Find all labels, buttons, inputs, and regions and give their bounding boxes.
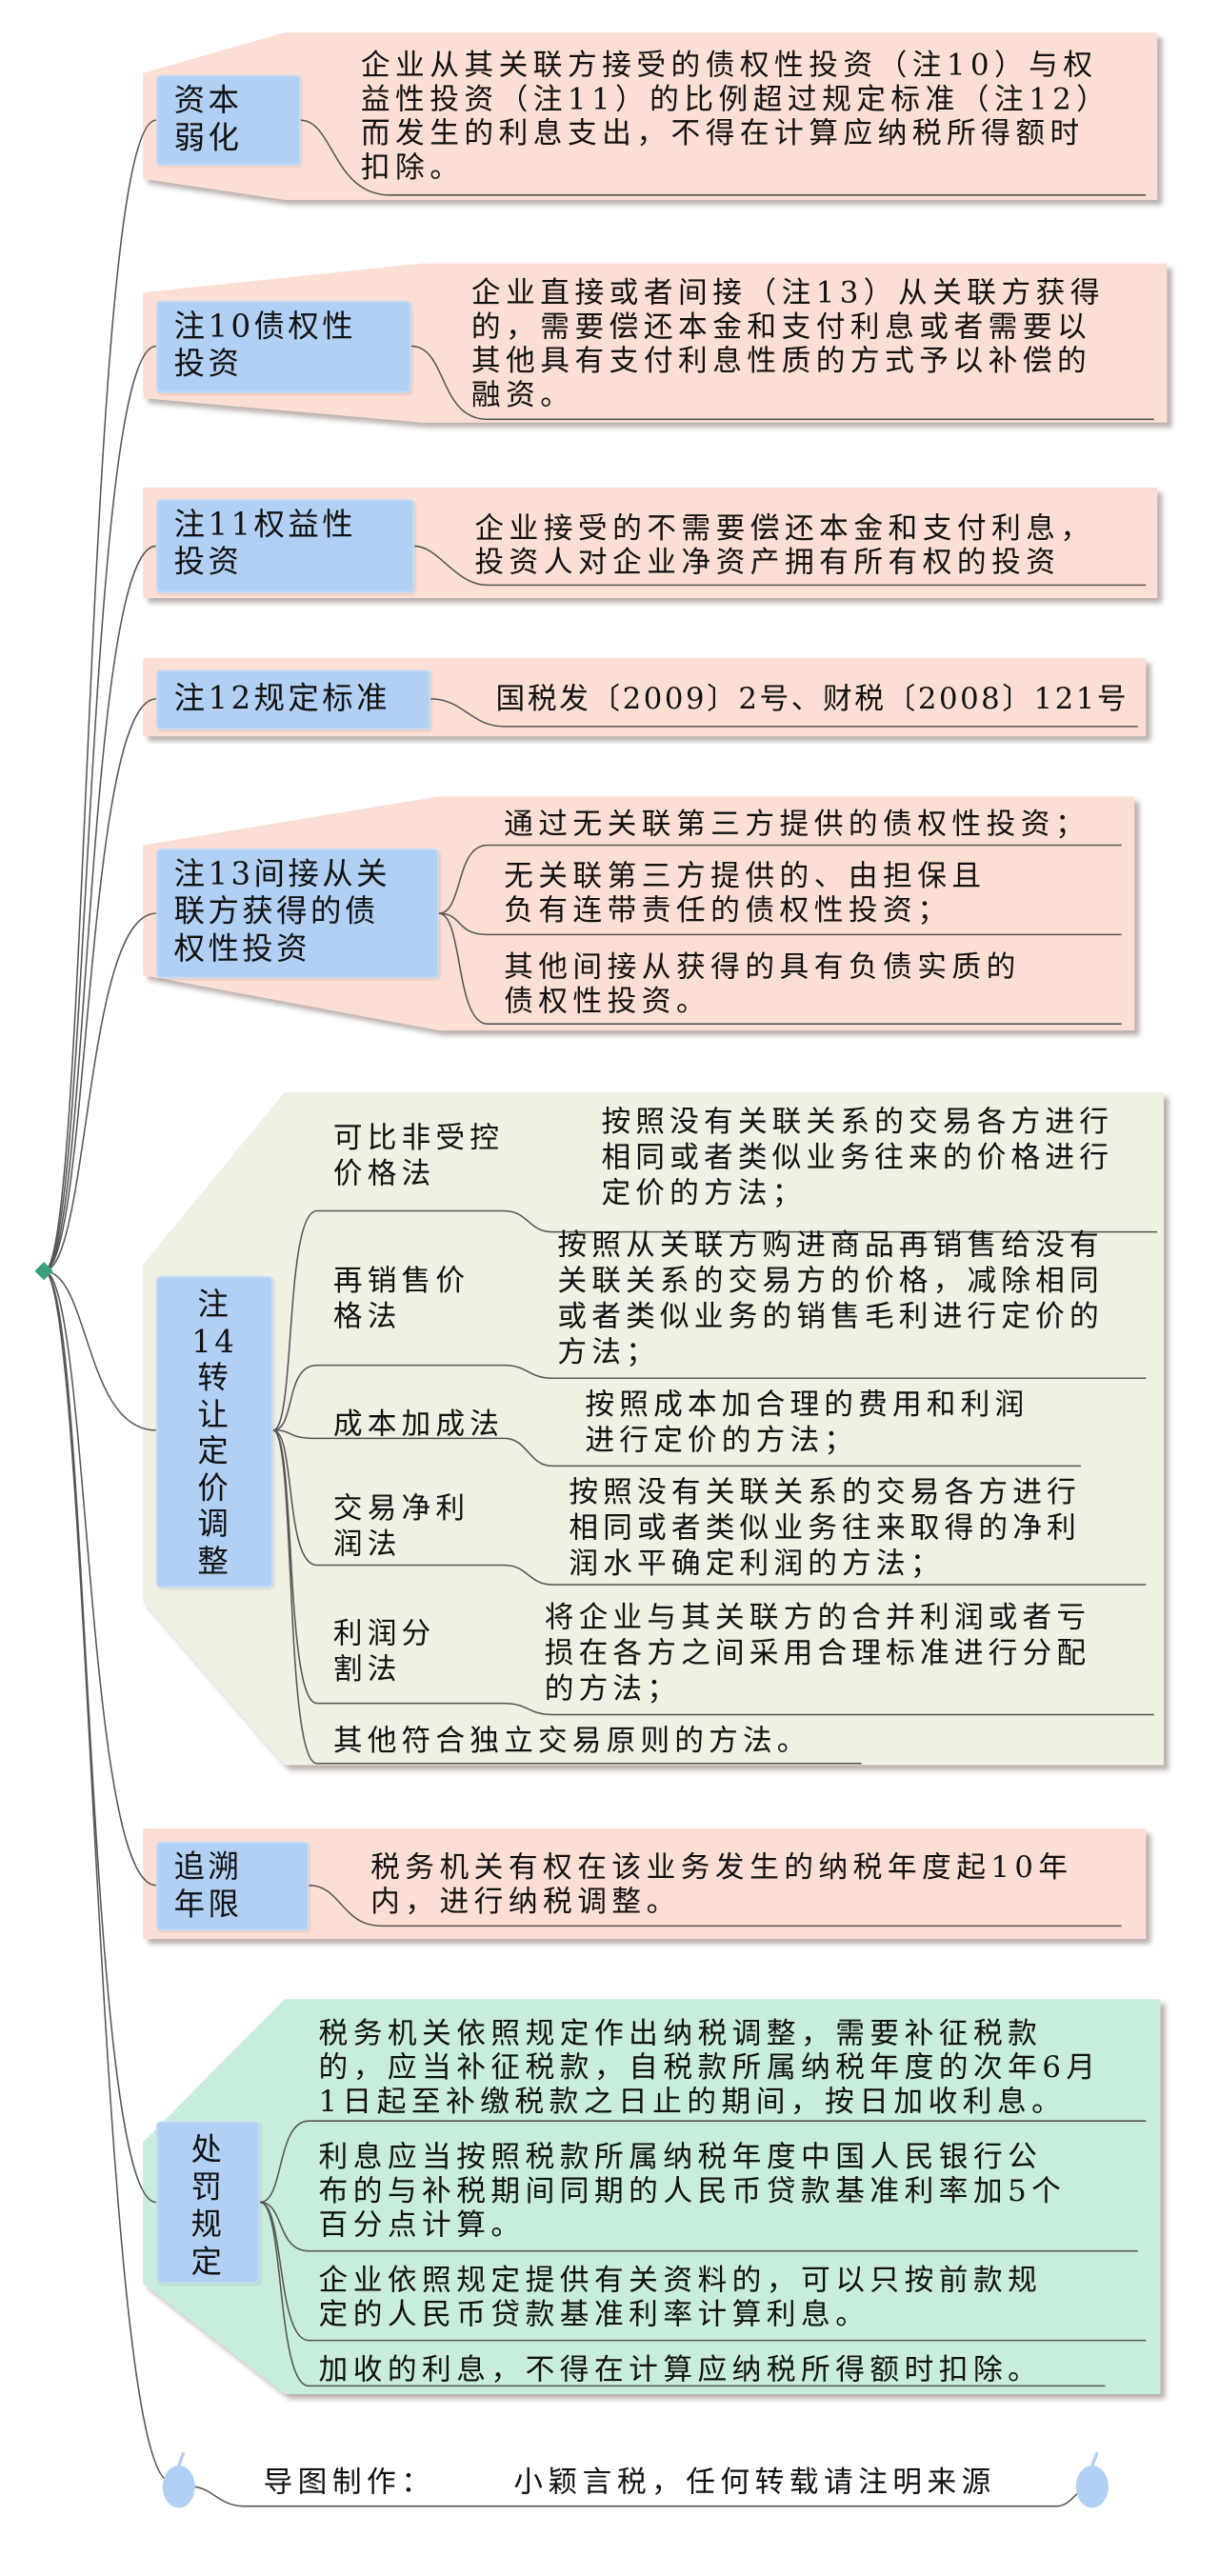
- footer-text: 小颖言税，任何转载请注明来源: [513, 2466, 996, 2500]
- branch-connector: [43, 119, 156, 1272]
- method-underline: [272, 1429, 1154, 1716]
- item-underline: [438, 912, 1122, 936]
- branch-connector: [43, 912, 156, 1272]
- node-retroactive-period-text: 税务机关有权在该业务发生的纳税年度起10年 内，进行纳税调整。: [370, 1850, 1073, 1920]
- branch-connector: [44, 1269, 156, 1431]
- penalty-item: 企业依照规定提供有关资料的，可以只按前款规 定的人民币贷款基准利率计算利息。: [318, 2264, 1043, 2333]
- method-underline: [272, 1209, 1158, 1431]
- node-underline: [430, 698, 1138, 728]
- method-desc: 按照成本加合理的费用和利润 进行定价的方法；: [585, 1388, 1029, 1458]
- branch-connector: [43, 698, 156, 1272]
- method-name[interactable]: 再销售价 格法: [332, 1264, 470, 1335]
- method-name[interactable]: 可比非受控 价格法: [332, 1121, 505, 1191]
- indirect-item: 通过无关联第三方提供的债权性投资；: [504, 808, 1090, 843]
- method-desc: 按照没有关联关系的交易各方进行 相同或者类似业务往来取得的净利 润水平确定利润的…: [569, 1475, 1081, 1582]
- indirect-item: 无关联第三方提供的、由担保且 负有连带责任的债权性投资；: [504, 859, 987, 929]
- node-underline: [410, 345, 1154, 421]
- indirect-item: 其他间接从获得的具有负债实质的 债权性投资。: [504, 950, 1021, 1020]
- item-underline: [259, 2120, 1147, 2204]
- method-desc: 按照没有关联关系的交易各方进行 相同或者类似业务往来的价格进行 定价的方法；: [601, 1105, 1114, 1211]
- method-name[interactable]: 其他符合独立交易原则的方法。: [332, 1724, 811, 1759]
- node-equity-investment[interactable]: 注11权益性 投资: [155, 498, 415, 593]
- item-underline: [259, 2201, 1138, 2252]
- node-standard-text: 国税发〔2009〕2号、财税〔2008〕121号: [495, 682, 1129, 717]
- node-debt-investment-text: 企业直接或者间接（注13）从关联方获得 的，需要偿还本金和支付利息或者需要以 其…: [470, 276, 1106, 413]
- node-equity-investment-text: 企业接受的不需要偿还本金和支付利息， 投资人对企业净资产拥有所有权的投资: [474, 511, 1095, 581]
- node-box: [143, 1999, 1161, 2394]
- penalty-item: 加收的利息，不得在计算应纳税所得额时扣除。: [318, 2353, 1043, 2388]
- method-desc: 将企业与其关联方的合并利润或者亏 损在各方之间采用合理标准进行分配 的方法；: [544, 1601, 1091, 1707]
- node-indirect[interactable]: 注13间接从关 联方获得的债 权性投资: [155, 848, 439, 979]
- node-capital-weakening[interactable]: 资本 弱化: [155, 74, 301, 167]
- method-underline: [272, 1429, 1081, 1468]
- item-underline: [259, 2201, 1147, 2342]
- method-underline: [272, 1364, 1147, 1431]
- branch-connector: [43, 345, 156, 1272]
- branch-connector: [43, 1269, 171, 2483]
- node-transfer-pricing[interactable]: 注 14 转 让 定 价 调 整: [155, 1275, 273, 1588]
- node-underline: [300, 119, 1147, 196]
- apple-icon: [1075, 2451, 1109, 2508]
- method-name[interactable]: 成本加成法: [332, 1407, 505, 1442]
- method-desc: 按照从关联方购进商品再销售给没有 关联关系的交易方的价格，减除相同 或者类似业务…: [557, 1228, 1104, 1370]
- item-underline: [438, 844, 1122, 914]
- penalty-item: 税务机关依照规定作出纳税调整，需要补征税款 的，应当补征税款，自税款所属纳税年度…: [318, 2016, 1101, 2120]
- branch-connector: [43, 1269, 156, 1887]
- node-box: [143, 1828, 1147, 1940]
- branch-connector: [43, 1269, 156, 2204]
- method-underline: [272, 1429, 862, 1765]
- node-debt-investment[interactable]: 注10债权性 投资: [155, 300, 411, 394]
- method-name[interactable]: 利润分 割法: [332, 1617, 436, 1687]
- node-underline: [414, 545, 1147, 587]
- apple-icon: [162, 2451, 195, 2508]
- item-underline: [259, 2201, 1106, 2387]
- node-penalty[interactable]: 处 罚 规 定: [155, 2121, 261, 2284]
- node-retroactive-period[interactable]: 追溯 年限: [155, 1841, 310, 1931]
- node-box: [143, 1091, 1164, 1766]
- footer-label: 导图制作：: [263, 2466, 436, 2500]
- node-box: [143, 32, 1158, 200]
- method-name[interactable]: 交易净利 润法: [332, 1491, 470, 1563]
- node-standard[interactable]: 注12规定标准: [155, 669, 431, 730]
- branch-connector: [43, 545, 156, 1272]
- penalty-item: 利息应当按照税款所属纳税年度中国人民银行公 布的与补税期间同期的人民币贷款基准利…: [318, 2140, 1067, 2244]
- node-capital-weakening-text: 企业从其关联方接受的债权性投资（注10）与权 益性投资（注11）的比例超过规定标…: [360, 49, 1111, 186]
- item-underline: [438, 912, 1122, 1025]
- method-underline: [272, 1429, 1147, 1586]
- node-underline: [309, 1884, 1122, 1927]
